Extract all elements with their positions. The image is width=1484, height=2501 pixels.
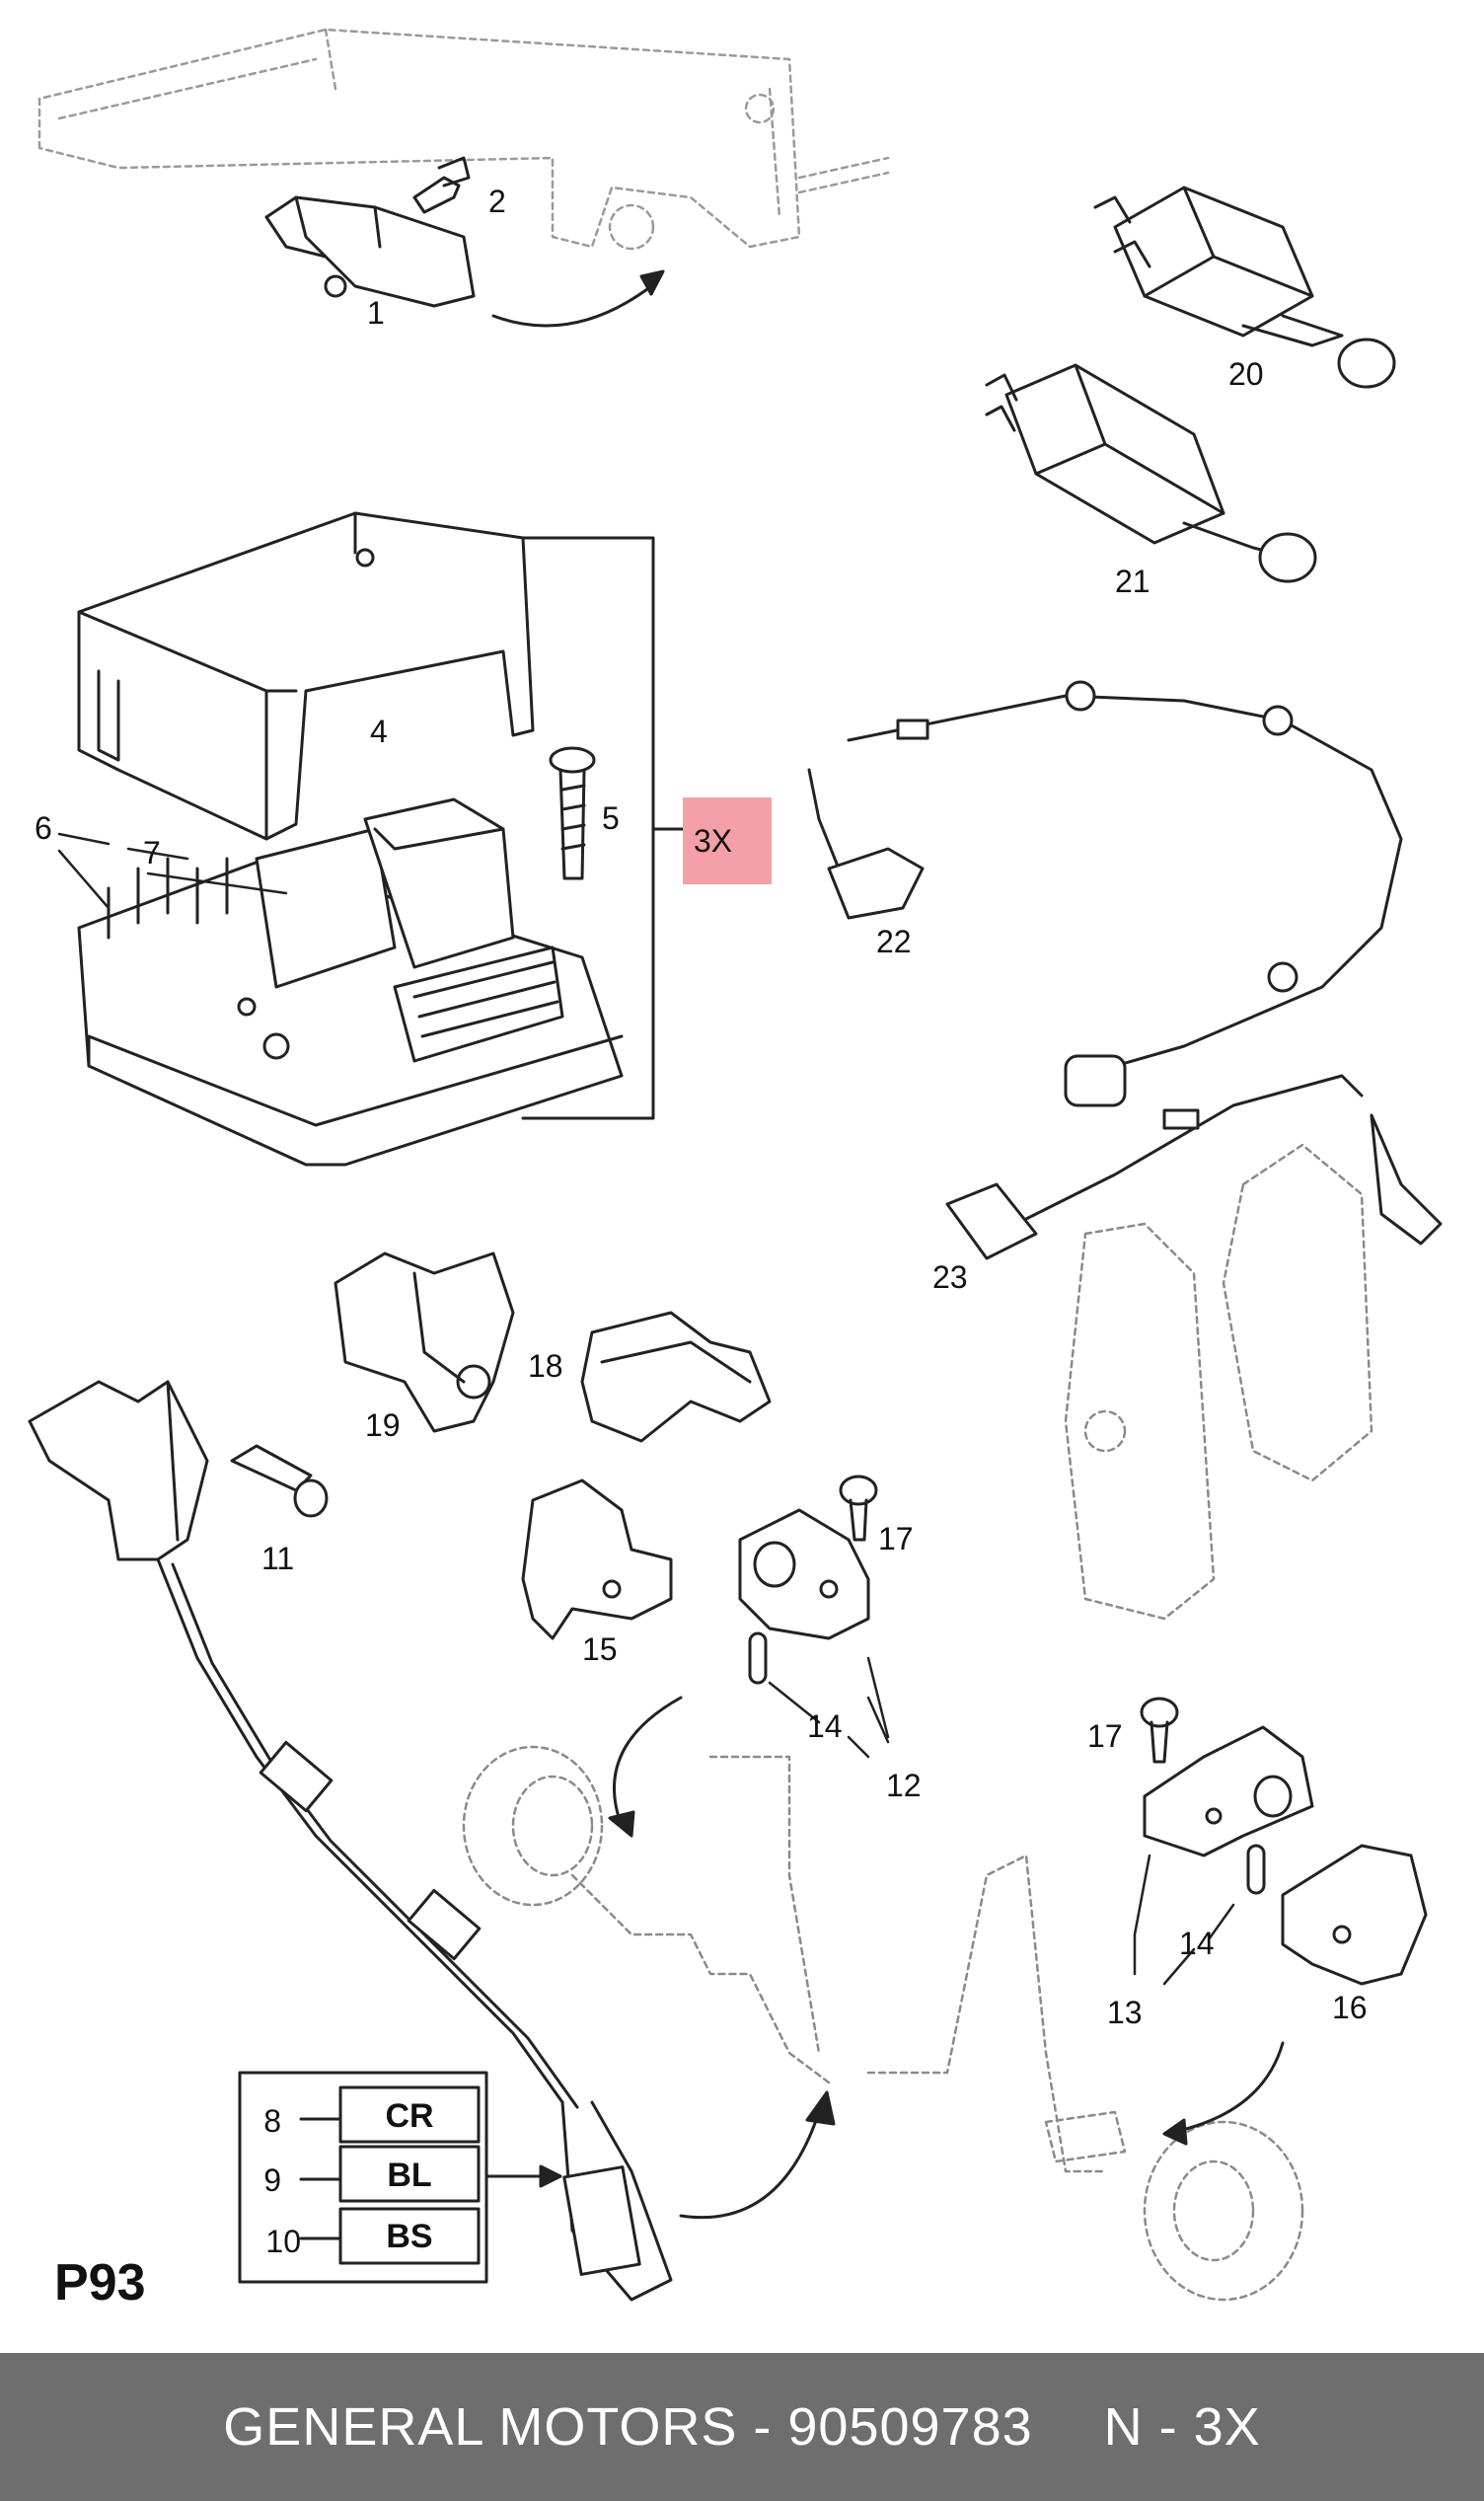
parts-diagram: 1 2 4 5 6 7 11 12 13 14 14 15 16 17 17 1…: [28, 28, 1443, 2312]
part-20-brake-switch: [1093, 186, 1396, 389]
part-13-bracket: [1143, 1725, 1314, 1857]
code-number-10: 10: [265, 2224, 301, 2259]
callout-4: 4: [370, 714, 388, 749]
callout-23: 23: [932, 1259, 968, 1295]
reference-label: P93: [54, 2254, 146, 2312]
arrow-3-head: [805, 2090, 836, 2126]
callout-21: 21: [1115, 564, 1150, 599]
callout-labels: 1 2 4 5 6 7 11 12 13 14 14 15 16 17 17 1…: [35, 184, 1368, 2312]
arrow-1: [491, 284, 653, 328]
part-14-pin-a: [748, 1631, 768, 1685]
callout-14a: 14: [807, 1708, 843, 1744]
callout-17a: 17: [878, 1521, 914, 1556]
multiplier-badge: 3X: [694, 823, 732, 859]
callout-22: 22: [876, 924, 912, 959]
callout-11: 11: [261, 1541, 294, 1576]
code-cr: CR: [385, 2097, 433, 2135]
footer-quantity: N - 3X: [1103, 2397, 1261, 2457]
arrow-4: [1172, 2041, 1285, 2134]
brake-pads-illustration: [1064, 1143, 1373, 1621]
part-18-clip: [580, 1311, 772, 1443]
part-16-bracket: [1281, 1844, 1428, 1986]
code-box: [238, 2071, 562, 2284]
arrow-3: [679, 2110, 821, 2220]
callout-13: 13: [1107, 1995, 1143, 2030]
leader-lines: [57, 832, 1235, 1986]
part-17-screw-a: [839, 1475, 878, 1542]
callout-17b: 17: [1087, 1718, 1123, 1754]
callout-2: 2: [488, 184, 506, 219]
callout-19: 19: [365, 1407, 401, 1443]
handbrake-lever-illustration: [37, 28, 890, 251]
callout-1: 1: [367, 295, 385, 331]
part-12-bracket: [738, 1508, 870, 1640]
part-11-bolt: [230, 1444, 329, 1518]
part-14-pin-b: [1246, 1844, 1266, 1895]
part-23-wear-sensor: [945, 1074, 1443, 1260]
part-5-screw: [549, 746, 596, 880]
arrow-1-head: [639, 269, 665, 296]
bracket-3x: [521, 536, 685, 1120]
callout-15: 15: [582, 1631, 618, 1667]
footer-bar: GENERAL MOTORS - 90509783 N - 3X: [0, 2353, 1484, 2501]
part-4-cover: [77, 511, 535, 841]
part-1-switch-bracket: [264, 195, 476, 308]
part-22-wear-sensor: [807, 680, 1403, 1107]
part-21-brake-switch: [985, 363, 1317, 583]
hub-assembly-illustration: [462, 1745, 1304, 2302]
callout-12: 12: [886, 1768, 922, 1803]
arrow-4-head: [1162, 2118, 1188, 2146]
part-19-clip: [334, 1251, 515, 1433]
callout-16: 16: [1332, 1990, 1368, 2025]
code-number-8: 8: [263, 2103, 281, 2139]
part-15-bracket: [521, 1478, 673, 1640]
arrow-2: [613, 1696, 683, 1828]
part-17-screw-b: [1140, 1697, 1179, 1764]
part-2-bolt: [412, 156, 471, 214]
callout-5: 5: [602, 800, 620, 836]
callout-20: 20: [1228, 356, 1264, 392]
code-bs: BS: [386, 2218, 432, 2255]
callout-14b: 14: [1179, 1926, 1215, 1961]
callout-6: 6: [35, 810, 52, 846]
main-wheel-speed-sensor: [28, 1380, 673, 2302]
part-6-7-relay-base: [77, 797, 624, 1167]
code-number-9: 9: [263, 2162, 281, 2198]
arrow-2-head: [608, 1810, 635, 1838]
footer-brand: GENERAL MOTORS - 90509783: [223, 2397, 1033, 2457]
callout-18: 18: [528, 1348, 563, 1384]
multiplier-badge-bg: [683, 797, 772, 884]
code-bl: BL: [387, 2157, 431, 2194]
callout-7: 7: [143, 835, 161, 871]
